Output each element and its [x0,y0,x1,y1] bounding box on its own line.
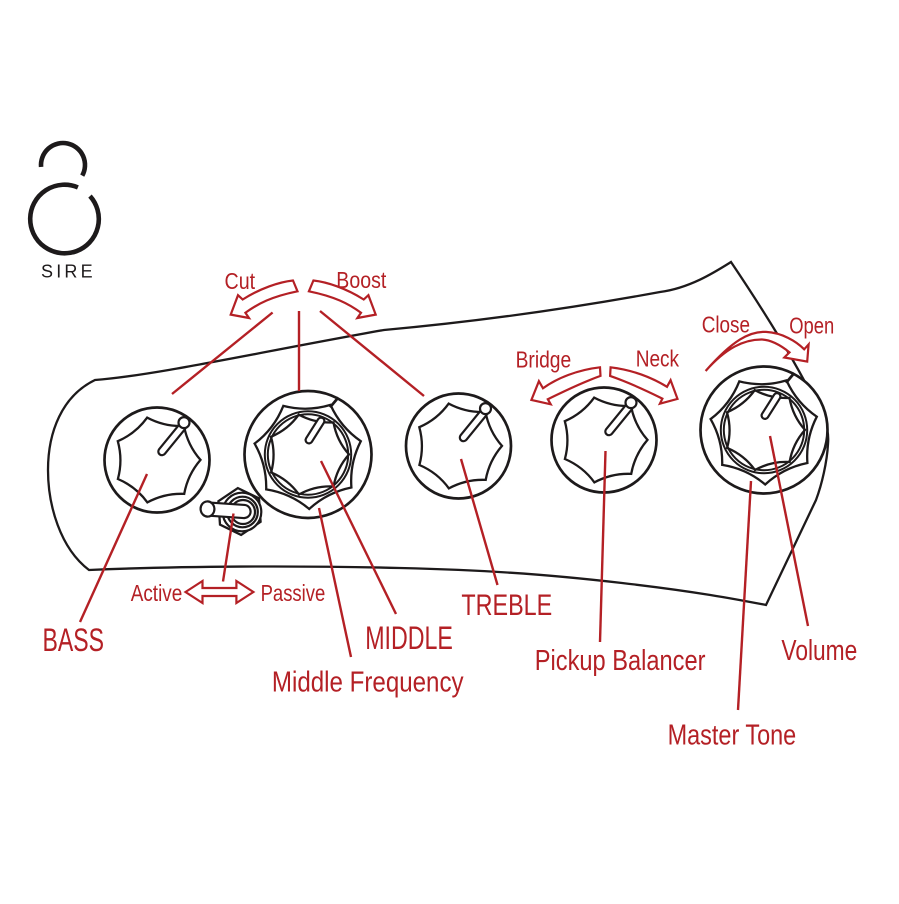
svg-text:Bridge: Bridge [516,346,572,372]
svg-text:Close: Close [702,312,750,338]
svg-text:Volume: Volume [781,635,857,667]
svg-text:Middle Frequency: Middle Frequency [272,667,464,699]
svg-text:Neck: Neck [636,345,680,371]
svg-text:Open: Open [789,313,834,339]
svg-text:Cut: Cut [225,268,256,294]
svg-text:Master Tone: Master Tone [668,720,797,752]
svg-text:MIDDLE: MIDDLE [365,620,453,656]
svg-text:Passive: Passive [261,580,326,606]
svg-text:Active: Active [131,580,183,606]
svg-text:Boost: Boost [336,267,387,293]
svg-text:Pickup Balancer: Pickup Balancer [535,645,706,677]
svg-text:SIRE: SIRE [41,262,96,282]
svg-text:TREBLE: TREBLE [461,589,552,622]
svg-text:BASS: BASS [43,622,105,658]
